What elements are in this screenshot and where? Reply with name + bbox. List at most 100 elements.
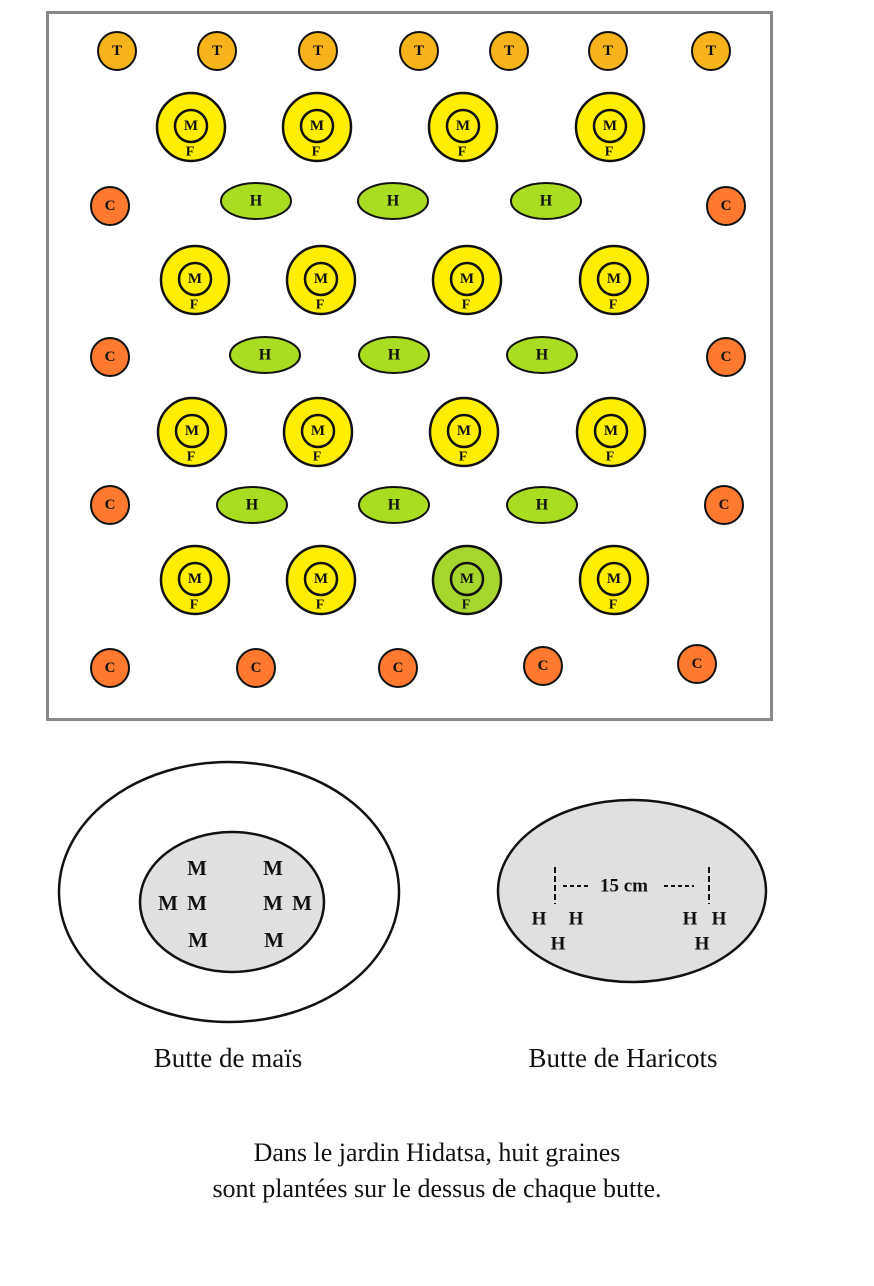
- corn-mound-outer: [285, 244, 357, 316]
- corn-mound-outer: [427, 91, 499, 163]
- corn-mound-inner: [299, 108, 335, 144]
- corn-label: M: [603, 118, 617, 134]
- bean-mound: H: [358, 336, 430, 374]
- corn-mound: MF: [431, 544, 503, 616]
- corn-mound-inner: [303, 561, 339, 597]
- sunflower-plant: C: [523, 646, 563, 686]
- corn-mound: MF: [285, 244, 357, 316]
- bean-mound: H: [510, 182, 582, 220]
- tobacco-label: T: [414, 43, 424, 59]
- sunflower-circle: [677, 644, 717, 684]
- tobacco-label: T: [313, 43, 323, 59]
- corn-mound-outer: [159, 544, 231, 616]
- corn-mound: MF: [431, 244, 503, 316]
- sunflower-label: C: [251, 660, 262, 676]
- corn-mound: MF: [427, 91, 499, 163]
- corn-label: M: [460, 271, 474, 287]
- bean-label: H: [250, 193, 263, 210]
- footnote-line-1: Dans le jardin Hidatsa, huit graines: [253, 1138, 621, 1167]
- corn-mound-inner: [592, 108, 628, 144]
- squash-label: F: [462, 598, 471, 613]
- corn-mound-inner: [593, 413, 629, 449]
- sunflower-plant: C: [90, 337, 130, 377]
- sunflower-circle: [706, 337, 746, 377]
- bean-mound-ellipse: [510, 182, 582, 220]
- corn-mound-top: [138, 830, 326, 974]
- sunflower-circle: [378, 648, 418, 688]
- squash-label: F: [609, 298, 618, 313]
- corn-seed-label: M: [158, 891, 178, 915]
- bean-mound-outline: [496, 798, 768, 984]
- corn-mound-outer: [156, 396, 228, 468]
- tobacco-plant: T: [197, 31, 237, 71]
- squash-label: F: [316, 598, 325, 613]
- footnote: Dans le jardin Hidatsa, huit graines son…: [87, 1135, 787, 1207]
- corn-label: M: [314, 271, 328, 287]
- squash-label: F: [312, 145, 321, 160]
- bean-mound: H: [220, 182, 292, 220]
- sunflower-plant: C: [706, 186, 746, 226]
- bean-seed-label: H: [532, 909, 547, 930]
- squash-label: F: [605, 145, 614, 160]
- sunflower-circle: [236, 648, 276, 688]
- corn-mound-inner: [596, 261, 632, 297]
- corn-seed-label: M: [292, 891, 312, 915]
- corn-label: M: [457, 423, 471, 439]
- corn-seed-label: M: [264, 928, 284, 952]
- corn-seed-label: M: [263, 856, 283, 880]
- corn-label: M: [185, 423, 199, 439]
- corn-label: M: [460, 571, 474, 587]
- tobacco-circle: [97, 31, 137, 71]
- sunflower-label: C: [393, 660, 404, 676]
- corn-mound-outer: [575, 396, 647, 468]
- corn-mound-outer: [285, 544, 357, 616]
- bean-mound: H: [216, 486, 288, 524]
- bean-mound: H: [506, 486, 578, 524]
- corn-label: M: [310, 118, 324, 134]
- corn-mound-inner: [174, 413, 210, 449]
- corn-mound: MF: [574, 91, 646, 163]
- corn-seed-label: M: [187, 856, 207, 880]
- sunflower-label: C: [719, 497, 730, 513]
- tobacco-circle: [399, 31, 439, 71]
- squash-label: F: [458, 145, 467, 160]
- corn-mound-outer: [428, 396, 500, 468]
- corn-mound-outer: [431, 544, 503, 616]
- tobacco-plant: T: [97, 31, 137, 71]
- corn-label: M: [188, 271, 202, 287]
- bean-mound: H: [229, 336, 301, 374]
- tobacco-label: T: [603, 43, 613, 59]
- sunflower-plant: C: [677, 644, 717, 684]
- corn-mound: MF: [156, 396, 228, 468]
- corn-mound: MF: [155, 91, 227, 163]
- bean-seed-label: H: [683, 909, 698, 930]
- bean-seed-label: H: [569, 909, 584, 930]
- tobacco-circle: [197, 31, 237, 71]
- bean-mound-ellipse: [220, 182, 292, 220]
- corn-mound-inner: [445, 108, 481, 144]
- corn-mound: MF: [159, 244, 231, 316]
- tobacco-plant: T: [298, 31, 338, 71]
- squash-label: F: [190, 298, 199, 313]
- sunflower-circle: [90, 648, 130, 688]
- squash-label: F: [606, 450, 615, 465]
- corn-mound-inner: [446, 413, 482, 449]
- sunflower-plant: C: [90, 186, 130, 226]
- corn-mound: MF: [575, 396, 647, 468]
- tobacco-label: T: [504, 43, 514, 59]
- bean-mound: H: [506, 336, 578, 374]
- sunflower-plant: C: [90, 485, 130, 525]
- bean-mound-ellipse: [506, 336, 578, 374]
- sunflower-label: C: [721, 198, 732, 214]
- bean-mound-ellipse: [357, 182, 429, 220]
- squash-label: F: [186, 145, 195, 160]
- sunflower-circle: [90, 485, 130, 525]
- squash-label: F: [462, 298, 471, 313]
- sunflower-circle: [704, 485, 744, 525]
- corn-mound: MF: [578, 244, 650, 316]
- corn-mound-caption: Butte de maïs: [153, 1043, 303, 1073]
- bean-label: H: [259, 347, 272, 364]
- corn-mound-inner: [596, 561, 632, 597]
